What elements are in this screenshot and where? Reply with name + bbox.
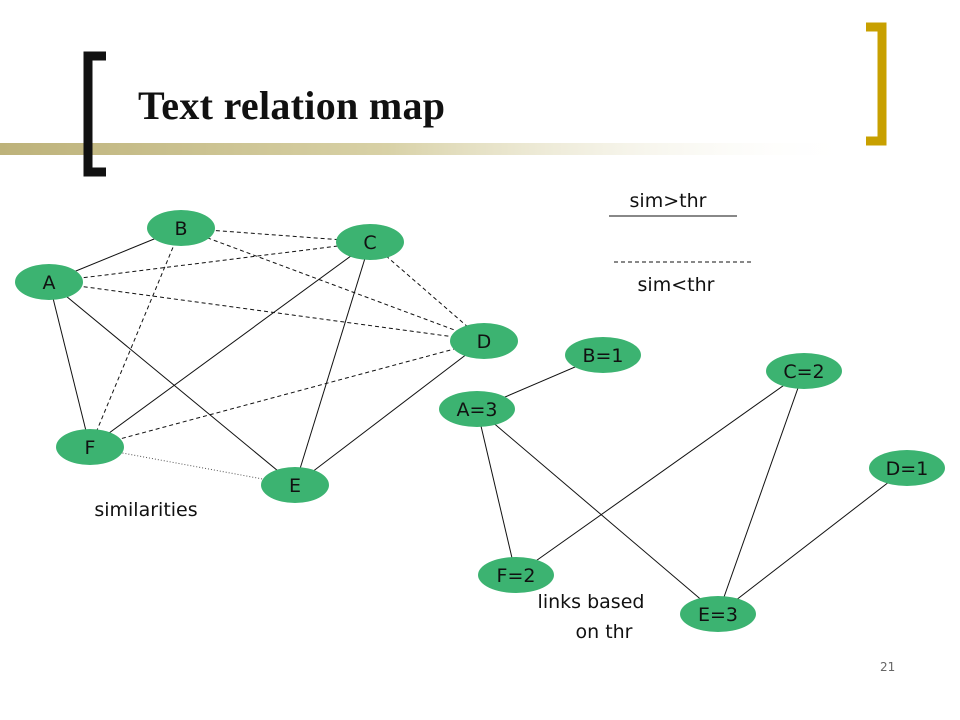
left-graph-caption: similarities [94, 499, 197, 521]
left-node-label: E [289, 475, 301, 497]
right-node-label: A=3 [456, 399, 497, 421]
right-node-e: E=3 [680, 596, 756, 632]
right-node-shape [869, 450, 945, 486]
header-gradient-band [0, 143, 860, 155]
left-edge-c-e [294, 241, 371, 486]
right-node-shape [478, 557, 554, 593]
right-node-label: D=1 [886, 458, 929, 480]
left-edge-d-f [89, 340, 485, 448]
left-node-shape [147, 210, 215, 246]
left-node-label: C [363, 232, 376, 254]
right-graph-nodes: A=3 B=1C=2D=1E=3 F=2 [439, 337, 945, 632]
right-graph-caption-line-2: on thr [575, 621, 632, 643]
right-node-shape [439, 391, 515, 427]
left-node-label: F [85, 437, 96, 459]
right-edge-c-e [717, 370, 805, 615]
right-node-shape [680, 596, 756, 632]
left-graph-nodes: A B C D E F [15, 210, 518, 503]
legend-dashed-label: sim<thr [638, 274, 715, 296]
left-node-label: D [477, 331, 492, 353]
right-edge-d-e [717, 467, 908, 615]
right-node-b: B=1 [565, 337, 641, 373]
left-node-b: B [147, 210, 215, 246]
left-bracket [83, 51, 106, 177]
right-node-f: F=2 [478, 557, 554, 593]
right-node-label: C=2 [783, 361, 824, 383]
right-node-c: C=2 [766, 353, 842, 389]
left-node-shape [336, 224, 404, 260]
left-node-shape [450, 323, 518, 359]
left-edge-c-f [89, 241, 371, 448]
right-edge-c-f [515, 370, 805, 576]
right-node-a: A=3 [439, 391, 515, 427]
left-edge-d-e [294, 340, 485, 486]
right-node-label: F=2 [497, 565, 536, 587]
left-node-a: A [15, 264, 83, 300]
left-edge-a-d [48, 281, 485, 342]
left-edge-b-d [180, 227, 485, 342]
right-node-shape [766, 353, 842, 389]
right-node-label: E=3 [698, 604, 738, 626]
left-node-shape [15, 264, 83, 300]
left-edge-a-c [48, 241, 371, 283]
right-edge-a-e [476, 408, 719, 615]
left-node-c: C [336, 224, 404, 260]
slide-number: 21 [880, 660, 896, 674]
left-node-label: A [43, 272, 56, 294]
right-node-shape [565, 337, 641, 373]
left-node-shape [261, 467, 329, 503]
left-edge-a-f [48, 281, 91, 448]
legend-solid-label: sim>thr [630, 190, 707, 212]
right-graph-caption-line-1: links based [538, 591, 645, 613]
slide-title: Text relation map [138, 83, 446, 128]
left-edge-b-f [89, 227, 182, 448]
right-edge-a-f [476, 408, 517, 576]
right-node-label: B=1 [582, 345, 623, 367]
left-node-f: F [56, 429, 124, 465]
left-node-shape [56, 429, 124, 465]
right-node-d: D=1 [869, 450, 945, 486]
left-edge-a-e [48, 281, 296, 486]
left-node-label: B [174, 218, 187, 240]
left-node-e: E [261, 467, 329, 503]
right-bracket [866, 22, 887, 146]
legend: sim>thr sim<thr [609, 190, 754, 296]
left-node-d: D [450, 323, 518, 359]
